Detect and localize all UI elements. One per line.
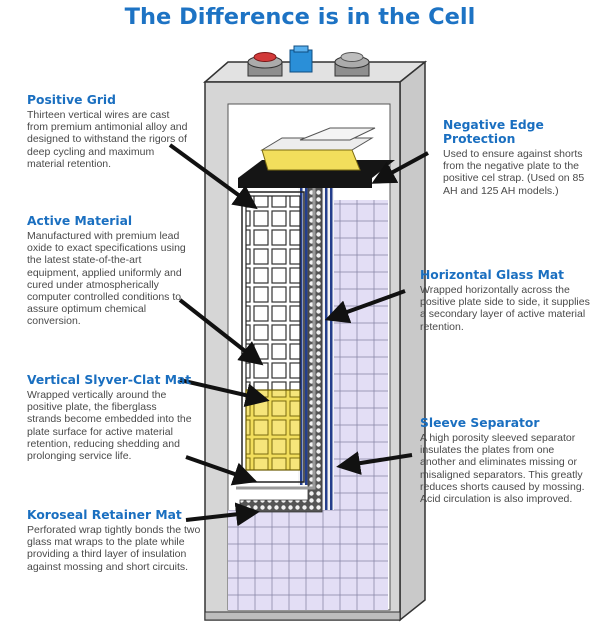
label-positive-grid: Positive Grid Thirteen vertical wires ar… xyxy=(27,93,192,170)
label-horizontal-glass-text: Wrapped horizontally across the positive… xyxy=(420,284,590,333)
arrow-koroseal-left xyxy=(185,455,258,486)
label-sleeve-separator-text: A high porosity sleeved separator insula… xyxy=(420,432,585,506)
label-positive-grid-heading: Positive Grid xyxy=(27,93,116,107)
positive-plate-frame xyxy=(241,191,305,483)
label-sleeve-separator-heading: Sleeve Separator xyxy=(420,416,540,430)
label-negative-edge-text: Used to ensure against shorts from the n… xyxy=(443,148,585,197)
label-active-material-heading: Active Material xyxy=(27,214,133,228)
arrow-vertical-slyver xyxy=(179,378,270,407)
label-koroseal-retainer-mat: Koroseal Retainer Mat Perforated wrap ti… xyxy=(27,508,202,573)
label-active-material: Active Material Manufactured with premiu… xyxy=(27,214,187,328)
pointer-arrows xyxy=(168,143,429,527)
negative-plate-base xyxy=(228,510,388,610)
negative-edge-protection xyxy=(238,127,395,188)
positive-grid xyxy=(245,195,301,397)
arrow-sleeve-separator xyxy=(336,451,413,476)
sleeve-separator xyxy=(320,170,334,510)
arrow-horizontal-glass xyxy=(324,289,406,324)
arrow-active-material xyxy=(178,298,264,366)
arrow-negative-edge xyxy=(371,151,429,184)
label-negative-edge-protection: Negative Edge Protection Used to ensure … xyxy=(443,118,598,197)
page-title: The Difference is in the Cell xyxy=(124,4,476,30)
negative-terminal xyxy=(334,52,370,77)
horizontal-glass-mat xyxy=(236,186,316,490)
label-sleeve-separator: Sleeve Separator A high porosity sleeved… xyxy=(420,416,590,505)
label-positive-grid-text: Thirteen vertical wires are cast from pr… xyxy=(27,109,188,170)
positive-terminal xyxy=(247,52,283,77)
label-koroseal-text: Perforated wrap tightly bonds the two gl… xyxy=(27,524,201,573)
label-negative-edge-heading: Negative Edge Protection xyxy=(443,118,544,146)
case-base xyxy=(204,611,401,621)
label-horizontal-glass-heading: Horizontal Glass Mat xyxy=(420,268,564,282)
label-active-material-text: Manufactured with premium lead oxide to … xyxy=(27,230,186,328)
label-koroseal-heading: Koroseal Retainer Mat xyxy=(27,508,182,522)
arrow-positive-grid xyxy=(168,143,258,210)
sleeve-separator-inner xyxy=(298,185,308,485)
center-post xyxy=(289,45,313,73)
arrow-koroseal xyxy=(185,502,260,527)
label-vertical-slyver-text: Wrapped vertically around the positive p… xyxy=(27,389,192,463)
vertical-slyver-clat-mat xyxy=(245,389,301,471)
label-vertical-slyver-clat-mat: Vertical Slyver-Clat Mat Wrapped vertica… xyxy=(27,373,192,462)
label-vertical-slyver-heading: Vertical Slyver-Clat Mat xyxy=(27,373,192,387)
label-horizontal-glass-mat: Horizontal Glass Mat Wrapped horizontall… xyxy=(420,268,590,333)
